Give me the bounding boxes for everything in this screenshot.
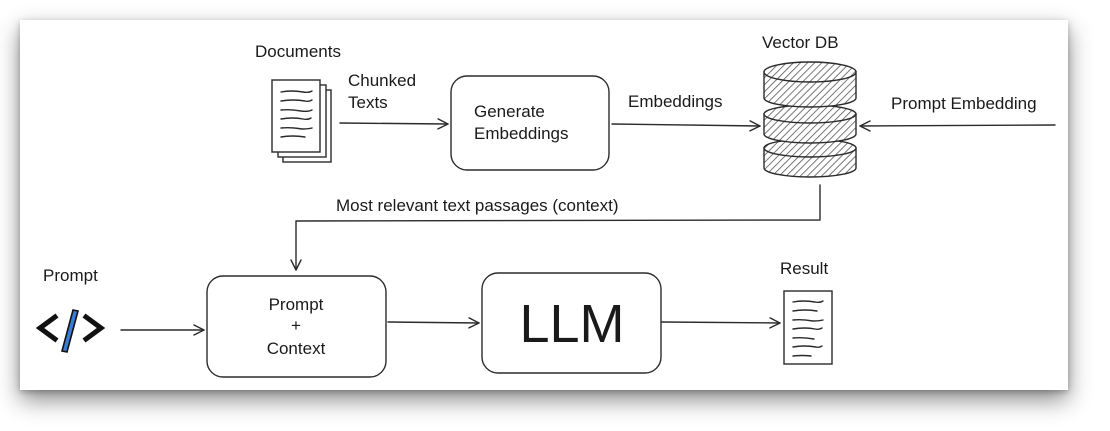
context-arrow xyxy=(290,184,821,271)
database-icon xyxy=(763,61,857,178)
embeddings-arrow xyxy=(611,120,761,132)
prompt-embedding-arrow xyxy=(859,120,1056,132)
generate-embeddings-box: Generate Embeddings xyxy=(450,75,610,171)
prompt-label: Prompt xyxy=(43,266,98,285)
llm-box: LLM xyxy=(481,272,662,374)
context-edge-label: Most relevant text passages (context) xyxy=(336,196,619,215)
prompt-context-line3: Context xyxy=(267,339,326,358)
result-label: Result xyxy=(780,259,828,278)
chunked-label-line1: Chunked xyxy=(348,71,416,90)
llm-to-result-arrow xyxy=(661,317,781,329)
embeddings-label: Embeddings xyxy=(628,92,723,111)
document-icon xyxy=(783,290,833,365)
prompt-context-box: Prompt + Context xyxy=(206,275,387,378)
context-to-llm-arrow xyxy=(387,317,480,329)
vector-db-label: Vector DB xyxy=(762,33,839,52)
generate-line2: Embeddings xyxy=(474,124,569,143)
prompt-embedding-label: Prompt Embedding xyxy=(891,94,1037,113)
chunked-label-line2: Texts xyxy=(348,93,388,112)
code-brackets-icon xyxy=(35,309,106,353)
generate-line1: Generate xyxy=(474,102,545,121)
document-stack-icon xyxy=(271,79,332,163)
chunked-arrow xyxy=(339,118,449,130)
llm-label: LLM xyxy=(519,294,624,354)
prompt-context-line1: Prompt xyxy=(269,295,324,314)
documents-label: Documents xyxy=(255,42,341,61)
prompt-context-line2: + xyxy=(291,316,301,335)
